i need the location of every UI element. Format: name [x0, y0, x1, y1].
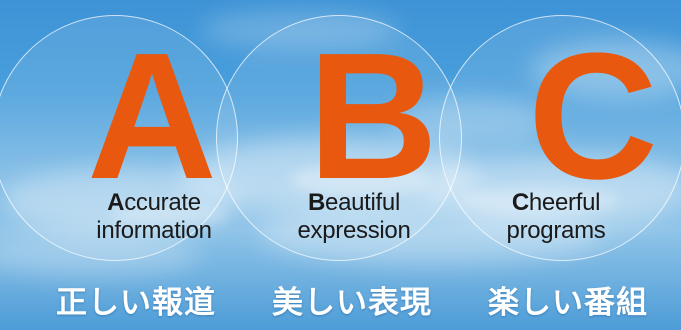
- circle-beautiful: [216, 15, 462, 261]
- caption-cheerful-programs: Cheerful programs: [466, 189, 646, 245]
- japanese-label-fun-programs: 楽しい番組: [488, 285, 648, 321]
- circle-cheerful: [439, 15, 681, 261]
- caption-line-2: programs: [506, 217, 606, 244]
- letter-a: A: [87, 16, 217, 217]
- caption-line-1: Cheerful: [466, 189, 646, 217]
- caption-initial: B: [307, 189, 326, 216]
- caption-rest: heerful: [528, 189, 601, 216]
- caption-line-1: Accurate: [64, 189, 244, 217]
- letter-b: B: [308, 16, 438, 217]
- caption-accurate-information: Accurate information: [64, 189, 244, 245]
- letter-c: C: [528, 16, 658, 217]
- caption-rest: ccurate: [124, 189, 201, 216]
- caption-beautiful-expression: Beautiful expression: [264, 189, 444, 245]
- caption-line-1: Beautiful: [264, 189, 444, 217]
- caption-rest: eautiful: [325, 189, 401, 216]
- japanese-label-beautiful-expression: 美しい表現: [272, 285, 432, 321]
- caption-line-2: expression: [297, 217, 411, 244]
- caption-line-2: information: [96, 217, 212, 244]
- caption-initial: A: [107, 189, 125, 216]
- japanese-label-accurate-reporting: 正しい報道: [56, 285, 216, 321]
- caption-initial: C: [511, 189, 529, 216]
